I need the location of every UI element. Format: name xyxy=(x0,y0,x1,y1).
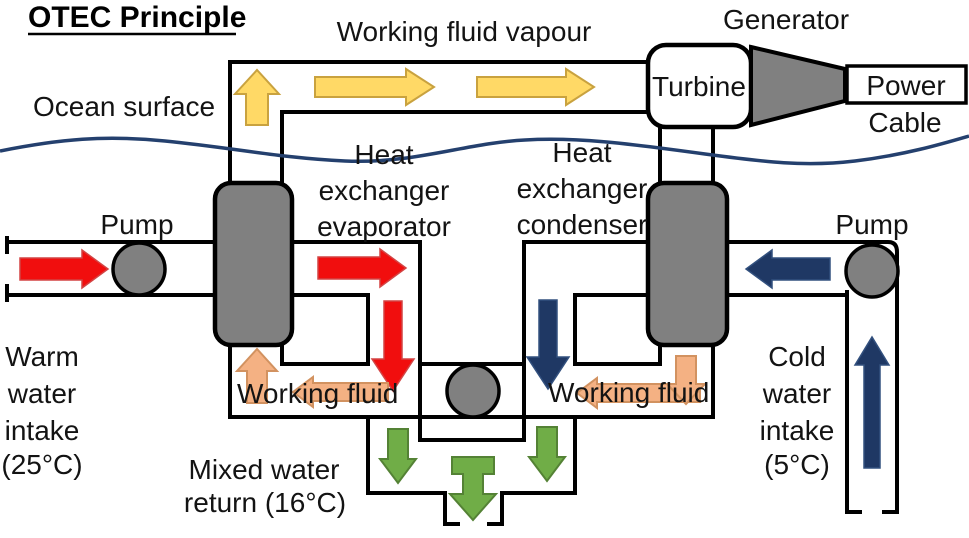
label-working-fluid-right: Working fluid xyxy=(548,377,709,408)
warm-water-pump xyxy=(111,241,167,297)
label-mixed-return-line1: Mixed water xyxy=(189,454,340,485)
label-cold-intake-line4: (5°C) xyxy=(764,449,830,480)
label-generator: Generator xyxy=(723,4,849,35)
label-condenser-line2: exchanger xyxy=(517,173,648,204)
label-ocean-surface: Ocean surface xyxy=(33,91,215,122)
label-evaporator-line1: Heat xyxy=(354,139,413,170)
label-working-fluid-vapour: Working fluid vapour xyxy=(337,16,592,47)
label-cold-intake-line3: intake xyxy=(760,415,835,446)
label-evaporator-line2: exchanger xyxy=(319,175,450,206)
mixed-water-outlet-arrow xyxy=(447,456,499,522)
vapour-up-arrow xyxy=(232,68,282,126)
label-pump-right: Pump xyxy=(835,209,908,240)
label-warm-intake-line1: Warm xyxy=(5,341,79,372)
label-power: Power xyxy=(866,70,945,101)
condenser-vessel xyxy=(645,180,730,348)
warm-water-outlet-arrow xyxy=(317,247,408,289)
label-cold-intake-line2: water xyxy=(762,378,831,409)
evaporator-vessel xyxy=(212,180,295,348)
page-title: OTEC Principle xyxy=(28,1,246,34)
label-cable: Cable xyxy=(868,107,941,138)
working-fluid-down-arrow xyxy=(664,355,708,406)
label-cold-intake-line1: Cold xyxy=(768,341,826,372)
warm-water-inlet-arrow xyxy=(19,248,110,290)
label-pump-left: Pump xyxy=(100,209,173,240)
label-mixed-return-line2: return (16°C) xyxy=(184,487,346,518)
ocean-surface-wave xyxy=(0,134,969,166)
working-fluid-left-arrow-left xyxy=(291,375,389,409)
label-condenser-line1: Heat xyxy=(552,137,611,168)
label-warm-intake-line2: water xyxy=(7,378,76,409)
warm-water-down-arrow xyxy=(370,300,416,393)
label-warm-intake-line3: intake xyxy=(5,415,80,446)
cold-water-inlet-arrow xyxy=(744,248,831,290)
mixed-water-pump xyxy=(445,363,501,419)
label-warm-intake-line4: (25°C) xyxy=(1,449,82,480)
vapour-right-arrow-1 xyxy=(314,67,436,107)
generator-shape xyxy=(749,44,847,128)
cold-water-down-arrow xyxy=(525,299,571,391)
label-condenser-line3: condenser xyxy=(517,209,648,240)
working-fluid-up-arrow xyxy=(234,347,280,404)
vapour-right-arrow-2 xyxy=(476,67,596,107)
label-turbine: Turbine xyxy=(652,71,746,102)
cold-water-intake-up-arrow xyxy=(853,335,891,469)
power-cable-box xyxy=(845,64,968,105)
label-evaporator-line3: evaporator xyxy=(317,211,451,242)
cold-water-pump xyxy=(844,243,900,299)
mixed-water-down-arrow-right xyxy=(527,426,567,483)
label-working-fluid-left: Working fluid xyxy=(237,378,398,409)
water-pipes xyxy=(5,60,899,526)
mixed-water-down-arrow-left xyxy=(378,428,418,485)
